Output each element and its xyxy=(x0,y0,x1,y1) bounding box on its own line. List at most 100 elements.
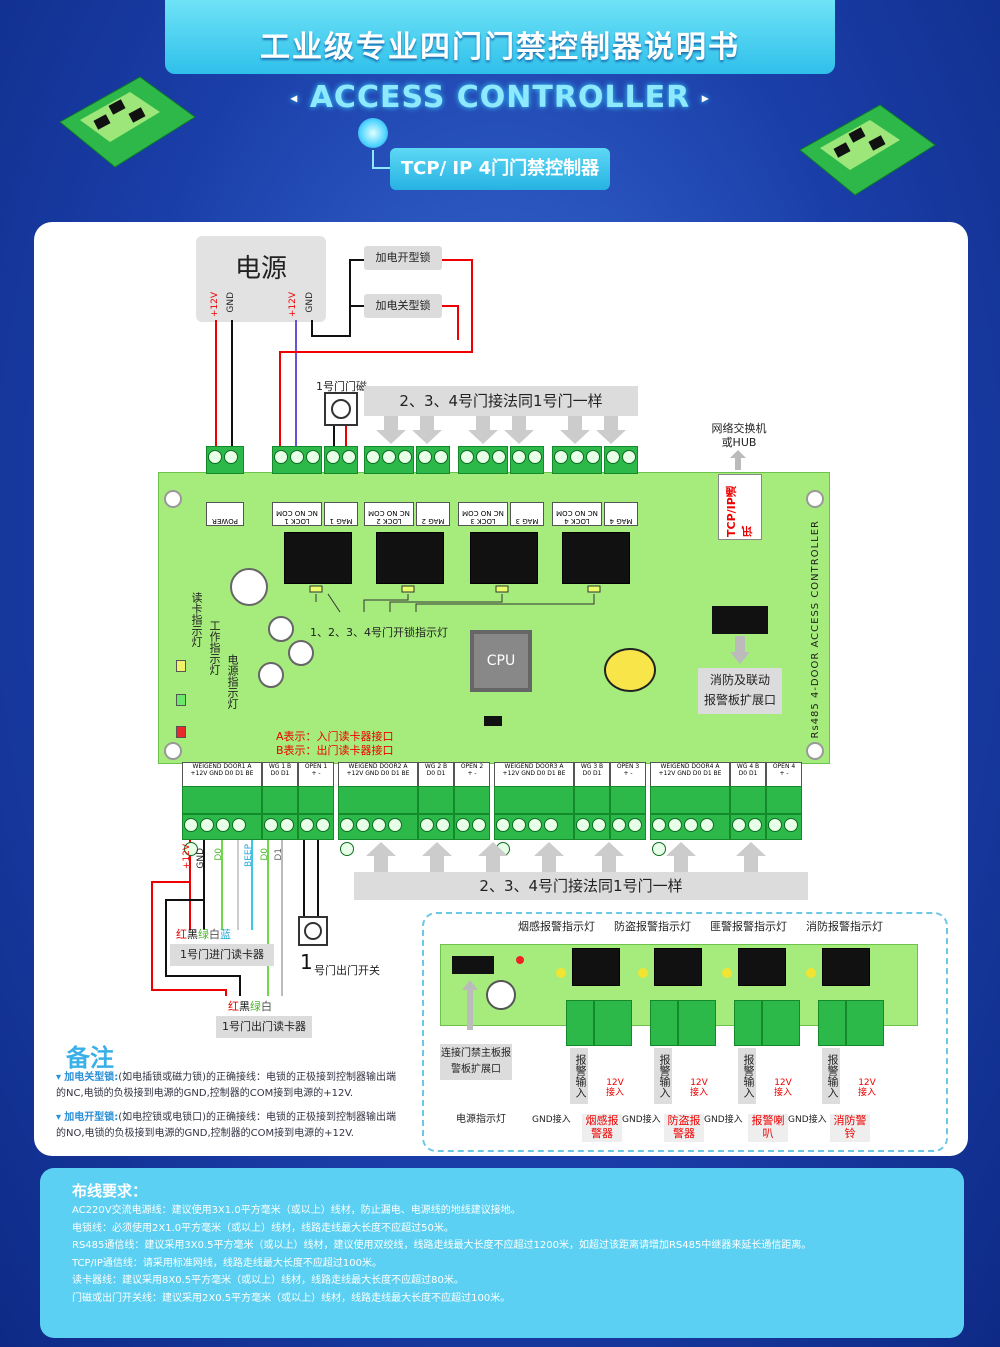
mount-hole-icon xyxy=(164,490,182,508)
alarm-output-terminal xyxy=(846,1000,884,1046)
terminal-label: MAG 3 xyxy=(510,502,544,526)
same-wiring-top: 2、3、4号门接法同1号门一样 xyxy=(364,386,638,416)
bullet-icon: ▾ xyxy=(56,1112,62,1123)
alarm-input-terminal xyxy=(650,1000,678,1046)
network-switch-label: 网络交换机 或HUB xyxy=(704,422,774,450)
reader-led-label: 读卡指示灯 xyxy=(190,592,203,647)
alarm-led-icon xyxy=(806,968,816,978)
exit-switch-number: 1 xyxy=(300,950,313,974)
requirement-item: 电锁线：必须使用2X1.0平方毫米（或以上）线材，线路走线最大长度不应超过50米… xyxy=(72,1222,454,1234)
alarm-output-device: 报警喇叭 xyxy=(748,1114,788,1142)
note-open-lock: ▾ 加电开型锁:(如电控锁或电锁口)的正确接线：电锁的正极接到控制器输出端的NO… xyxy=(56,1112,397,1139)
mag3-terminal xyxy=(510,446,544,474)
smoke-indicator-label: 烟感报警指示灯 xyxy=(518,920,595,933)
lock1-terminal xyxy=(272,446,322,474)
alarm-gnd-label: GND接入 xyxy=(704,1115,743,1125)
alarm-relay xyxy=(572,948,620,986)
wg-door2-terminal xyxy=(338,786,418,814)
fire-linkage: 消防及联动 报警板扩展口 xyxy=(698,668,782,714)
alarm-input-label: 报警输入 xyxy=(738,1048,756,1104)
terminal-label: MAG 1 xyxy=(324,502,358,526)
mount-hole-icon xyxy=(806,742,824,760)
up-arrow-icon xyxy=(730,450,746,470)
power-led-icon xyxy=(516,956,524,964)
board-model: Rs485 4-DOOR ACCESS CONTROLLER xyxy=(810,520,821,739)
terminal-label: MAG 4 xyxy=(604,502,638,526)
header-banner xyxy=(165,0,835,74)
open4-terminal xyxy=(766,786,802,814)
terminal-label: OPEN 1+ - xyxy=(298,762,334,788)
glow-circle-icon xyxy=(358,118,388,148)
wg1b-screws xyxy=(262,814,298,840)
door-magnet-icon xyxy=(324,392,358,426)
alarm-12v-label: 12V接入 xyxy=(773,1078,792,1098)
relay-2 xyxy=(376,532,444,584)
same-wiring-bottom: 2、3、4号门接法同1号门一样 xyxy=(354,872,808,900)
theft-indicator-label: 防盗报警指示灯 xyxy=(614,920,691,933)
network-hub: 或HUB xyxy=(721,436,757,449)
exit-switch-label: 号门出门开关 xyxy=(314,964,380,977)
alarm-relay xyxy=(654,948,702,986)
capacitor-icon xyxy=(486,980,516,1010)
wg3b-screws xyxy=(574,814,610,840)
open1-screws xyxy=(298,814,334,840)
open3-terminal xyxy=(610,786,646,814)
mag1-terminal xyxy=(324,446,358,474)
alarm-input-terminal xyxy=(566,1000,594,1046)
alarm-led-icon xyxy=(638,968,648,978)
relay-1 xyxy=(284,532,352,584)
power-led-label: 电源指示灯 xyxy=(226,654,239,709)
door1-magnet-label: 1号门门磁 xyxy=(316,380,367,393)
alarm-12v-label: 12V接入 xyxy=(857,1078,876,1098)
terminal-label: OPEN 3+ - xyxy=(610,762,646,788)
b-note: B表示：出门读卡器接口 xyxy=(276,744,394,757)
alarm-gnd-label: GND接入 xyxy=(622,1115,661,1125)
right-arrow-icon: ▸ xyxy=(701,90,710,107)
fire-header xyxy=(712,606,768,634)
product-name: TCP/ IP 4门门禁控制器 xyxy=(390,148,610,190)
wg-door2-screws xyxy=(338,814,418,856)
power-terminal xyxy=(206,446,244,474)
exit-button-icon xyxy=(298,916,328,946)
lock3-terminal xyxy=(458,446,508,474)
network-switch: 网络交换机 xyxy=(711,422,767,435)
controller-board-icon xyxy=(59,76,196,168)
bullet-icon: ▾ xyxy=(56,1072,62,1083)
alarm-gnd-label: GND接入 xyxy=(532,1115,571,1125)
tcp-ip-label: TCP/IP通讯 xyxy=(725,486,754,537)
wire-d0b-label: D0 xyxy=(260,848,270,861)
alarm-ext-label: 报警板扩展口 xyxy=(703,693,776,707)
reader-out-label: 1号门出门读卡器 xyxy=(216,1016,312,1038)
wg-door4-screws xyxy=(650,814,730,856)
up-arrows-icon xyxy=(366,842,766,872)
wg1b-terminal xyxy=(262,786,298,814)
mag2-terminal xyxy=(416,446,450,474)
alarm-input-terminal xyxy=(818,1000,846,1046)
work-led-icon xyxy=(176,694,186,706)
alarm-output-terminal xyxy=(762,1000,800,1046)
terminal-label: OPEN 2+ - xyxy=(454,762,490,788)
terminal-label: WEIGEND DOOR4 A+12V GND D0 D1 BE xyxy=(650,762,730,788)
alarm-led-icon xyxy=(556,968,566,978)
alarm-output-device: 防盗报警器 xyxy=(664,1114,704,1142)
alarm-input-label: 报警输入 xyxy=(570,1048,588,1104)
terminal-label: MAG 2 xyxy=(416,502,450,526)
relay-4 xyxy=(562,532,630,584)
alarm-relay xyxy=(738,948,786,986)
wg4b-screws xyxy=(730,814,766,840)
requirement-item: 读卡器线：建议采用8X0.5平方毫米（或以上）线材，线路走线最大长度不应超过80… xyxy=(72,1275,464,1286)
connector-line-icon xyxy=(372,150,390,169)
alarm-output-terminal xyxy=(678,1000,716,1046)
wg3b-terminal xyxy=(574,786,610,814)
jumper-icon xyxy=(484,716,502,726)
capacitor-icon xyxy=(288,640,314,666)
wg2b-terminal xyxy=(418,786,454,814)
open2-screws xyxy=(454,814,490,840)
terminal-label: WEIGEND DOOR2 A+12V GND D0 D1 BE xyxy=(338,762,418,788)
alarm-output-device: 消防警铃 xyxy=(830,1114,870,1142)
open3-screws xyxy=(610,814,646,840)
